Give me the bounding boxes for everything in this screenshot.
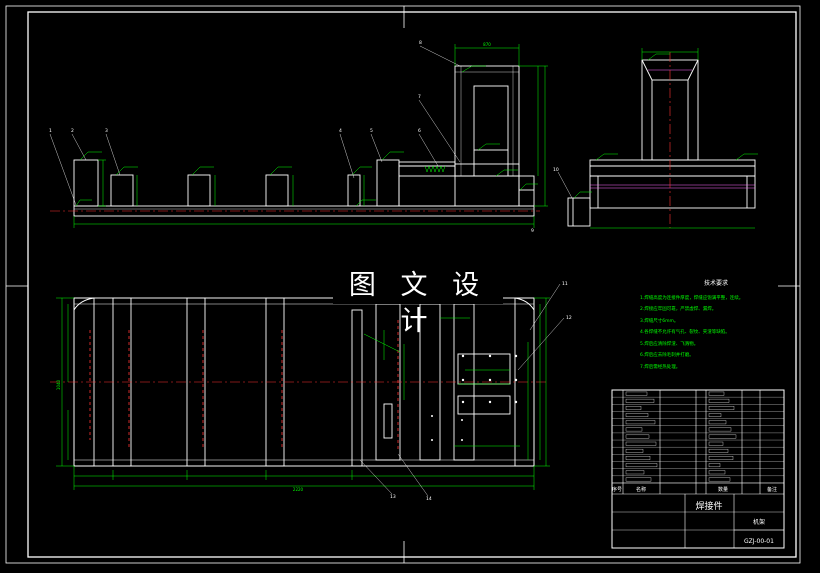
tech-req-item: 1.焊缝高度为连接件厚度，焊缝应饱满平整，连续。: [640, 295, 744, 301]
tech-req-item: 5.焊后应清除焊渣、飞溅物。: [640, 341, 699, 347]
technical-requirements: 技术要求 1.焊缝高度为连接件厚度，焊缝应饱满平整，连续。 2.焊接应牢固可靠，…: [640, 278, 790, 373]
parts-list-entry: [625, 456, 651, 460]
tb-col-no: 序号: [612, 486, 622, 493]
dim-plan-height: 1040: [56, 379, 61, 390]
tech-req-title: 技术要求: [703, 280, 728, 287]
balloon-11: 11: [562, 281, 568, 287]
parts-list-entry: [708, 434, 737, 439]
parts-list-entry: [625, 477, 652, 482]
front-dimensions: [73, 44, 548, 228]
parts-list-entry: [625, 441, 657, 446]
title-block-fill: [625, 391, 737, 482]
title-block-rows: [612, 396, 784, 484]
side-dimensions: [573, 48, 758, 229]
tech-req-item: 7.焊后需经热处理。: [640, 364, 681, 370]
balloon-1: 1: [49, 128, 52, 134]
balloon-5: 5: [370, 128, 373, 134]
parts-list-entry: [625, 434, 650, 439]
parts-list-entry: [625, 463, 658, 468]
parts-list-entry: [625, 413, 649, 417]
parts-list-entry: [708, 456, 734, 460]
dim-top-width: 870: [483, 42, 491, 47]
tb-col-note: 备注: [767, 486, 777, 493]
tech-req-item: 4.各焊缝不允许有气孔、裂纹、夹渣等缺陷。: [640, 330, 730, 335]
parts-list-entry: [625, 406, 642, 410]
plan-balloons: 11 12 13 14: [390, 281, 572, 502]
plan-red-marks: [89, 320, 399, 450]
parts-list-entry: [708, 420, 727, 425]
drawing-frame: [5, 5, 801, 564]
parts-list-entry: [708, 470, 726, 475]
parts-list-entry: [625, 448, 644, 453]
plan-leaders: [359, 283, 565, 497]
tb-col-name: 名称: [636, 486, 646, 493]
balloon-6: 6: [418, 128, 421, 134]
parts-list-entry: [708, 398, 730, 403]
tb-drawing-no: GZJ-00-01: [744, 538, 774, 545]
balloon-4: 4: [339, 128, 342, 134]
tech-req-item: 3.焊缝尺寸6mm。: [640, 318, 679, 324]
plan-details: [431, 354, 518, 441]
parts-list-entry: [708, 427, 732, 432]
balloon-14: 14: [426, 496, 432, 502]
front-leaders: [49, 45, 461, 206]
parts-list-entry: [625, 427, 643, 432]
tb-part-name: 焊接件: [695, 500, 722, 512]
tech-req-item: 6.焊后应去除毛刺并打磨。: [640, 353, 694, 358]
balloon-2: 2: [71, 128, 74, 134]
parts-list-entry: [708, 406, 735, 410]
parts-list-entry: [625, 470, 645, 475]
balloon-3: 3: [105, 128, 108, 134]
tb-col-qty: 数量: [718, 486, 728, 493]
balloon-9: 9: [531, 228, 534, 234]
side-leaders: [557, 171, 573, 199]
parts-list-entry: [708, 448, 729, 453]
dimension-values: 2220 1040 870: [56, 42, 491, 492]
parts-list-entry: [708, 477, 731, 482]
balloon-8: 8: [419, 40, 422, 46]
parts-list-entry: [708, 441, 724, 446]
title-block-text: 序号 名称 数量 备注 焊接件 机架 GZJ-00-01: [612, 486, 777, 545]
parts-list-entry: [708, 463, 721, 468]
parts-list-entry: [708, 413, 722, 417]
parts-list-entry: [625, 391, 648, 396]
balloon-10: 10: [553, 167, 559, 173]
watermark: 图 文 设 计: [333, 268, 503, 337]
balloon-7: 7: [418, 94, 421, 100]
parts-list-entry: [625, 420, 656, 425]
front-balloons: 1 2 3 4 5 6 7 8 9: [49, 40, 534, 234]
parts-list-entry: [708, 391, 725, 396]
balloon-12: 12: [566, 315, 572, 321]
parts-list-entry: [625, 398, 655, 403]
dim-plan-overall: 2220: [293, 487, 304, 492]
tech-req-item: 2.焊接应牢固可靠，严禁虚焊、漏焊。: [640, 307, 717, 312]
balloon-13: 13: [390, 494, 396, 500]
tb-material: 机架: [753, 518, 765, 526]
plan-dimensions: [56, 297, 550, 490]
